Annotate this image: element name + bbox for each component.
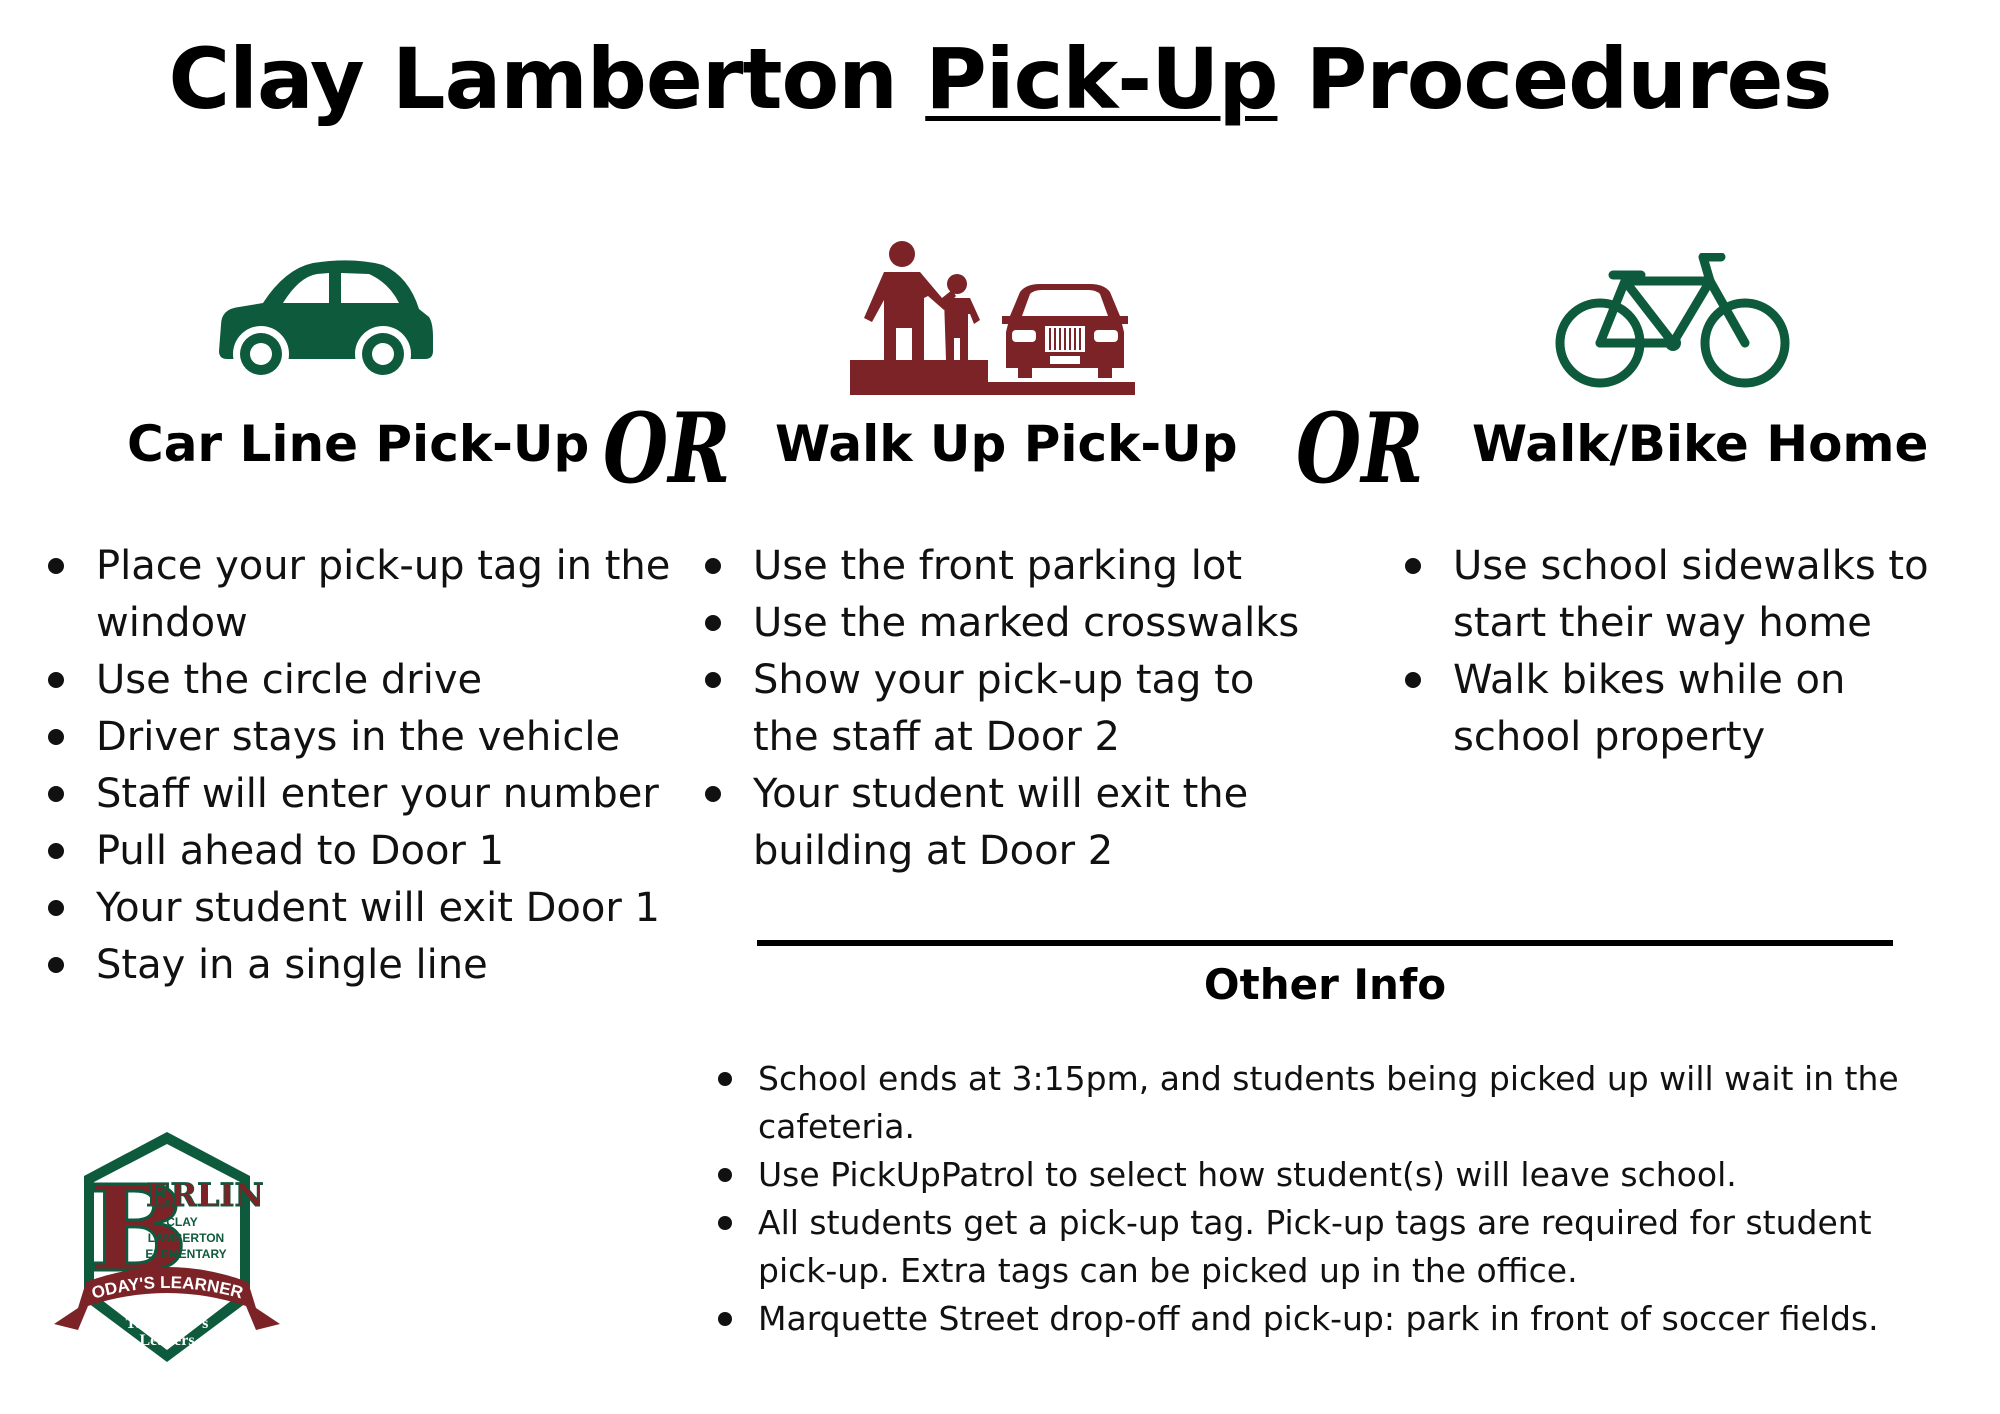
list-item: Use the circle drive [48, 652, 678, 709]
list-item: All students get a pick-up tag. Pick-up … [718, 1199, 1938, 1295]
title-part-1: Clay Lamberton [168, 30, 926, 128]
logo-line-2: LAMBERTON [148, 1231, 224, 1245]
list-item: Driver stays in the vehicle [48, 709, 678, 766]
car-icon [219, 260, 433, 382]
page-title: Clay Lamberton Pick-Up Procedures [0, 30, 2000, 128]
list-item: School ends at 3:15pm, and students bein… [718, 1055, 1938, 1151]
walk-up-list: Use the front parking lot Use the marked… [705, 538, 1325, 880]
car-line-list: Place your pick-up tag in the window Use… [48, 538, 678, 994]
list-item: Use school sidewalks to start their way … [1405, 538, 1965, 652]
list-item: Place your pick-up tag in the window [48, 538, 678, 652]
list-item: Use PickUpPatrol to select how student(s… [718, 1151, 1938, 1199]
logo-word: ERLIN [146, 1176, 264, 1214]
list-item: Use the front parking lot [705, 538, 1325, 595]
title-part-2: Pick-Up [925, 30, 1278, 128]
list-item: Show your pick-up tag to the staff at Do… [705, 652, 1325, 766]
or-separator-1: OR [603, 392, 731, 505]
list-item: Walk bikes while on school property [1405, 652, 1965, 766]
divider-line [757, 940, 1893, 946]
car-line-heading: Car Line Pick-Up [127, 415, 590, 473]
or-separator-2: OR [1296, 392, 1424, 505]
list-item: Marquette Street drop-off and pick-up: p… [718, 1295, 1938, 1343]
list-item: Staff will enter your number [48, 766, 678, 823]
bicycle-icon [1555, 253, 1790, 388]
walk-bike-list: Use school sidewalks to start their way … [1405, 538, 1965, 766]
list-item: Your student will exit Door 1 [48, 880, 678, 937]
other-info-heading: Other Info [1203, 960, 1447, 1009]
parent-child-car-icon [850, 241, 1135, 395]
title-part-3: Procedures [1277, 30, 1833, 128]
list-item: Pull ahead to Door 1 [48, 823, 678, 880]
list-item: Stay in a single line [48, 937, 678, 994]
walk-bike-heading: Walk/Bike Home [1472, 415, 1929, 473]
logo-motto-2: Leaders [139, 1332, 194, 1349]
walk-up-heading: Walk Up Pick-Up [775, 415, 1238, 473]
logo-line-3: ELEMENTARY [145, 1247, 226, 1261]
logo-motto-1: Tomorrow's [126, 1315, 209, 1332]
other-info-list: School ends at 3:15pm, and students bein… [718, 1055, 1938, 1343]
logo-line-1: CLAY [166, 1215, 198, 1229]
list-item: Use the marked crosswalks [705, 595, 1325, 652]
school-logo: B ERLIN CLAY LAMBERTON ELEMENTARY TODAY'… [50, 1130, 280, 1362]
list-item: Your student will exit the building at D… [705, 766, 1325, 880]
